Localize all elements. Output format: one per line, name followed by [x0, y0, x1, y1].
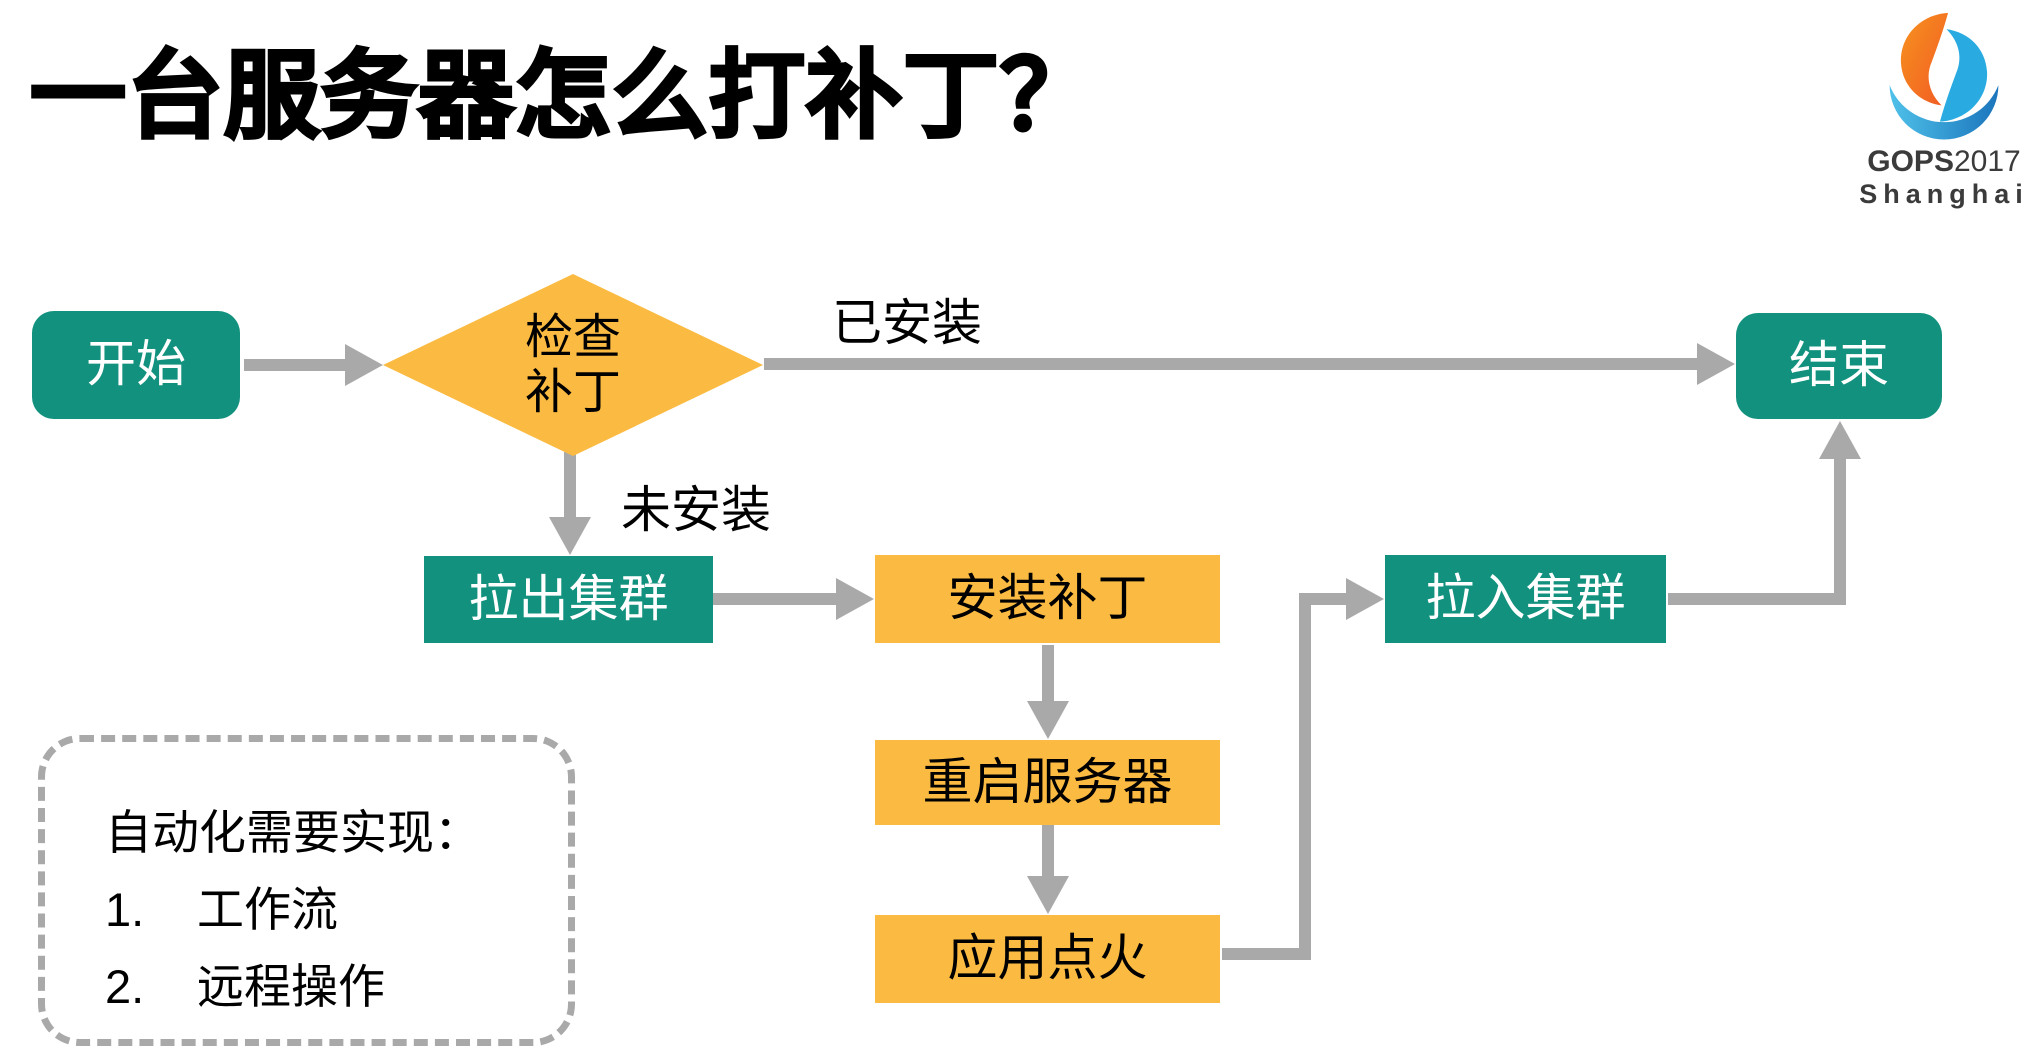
note-item-2: 2. 远程操作 — [105, 948, 568, 1025]
note-item-1-text: 工作流 — [197, 883, 338, 937]
edge-pullin-to-end — [1668, 421, 1861, 605]
note-item-1: 1. 工作流 — [105, 871, 568, 948]
node-pull-in-cluster: 拉入集群 — [1385, 555, 1666, 643]
logo-text-city: Shanghai — [1859, 178, 2029, 209]
note-item-2-text: 远程操作 — [197, 960, 385, 1014]
note-title: 自动化需要实现： — [105, 806, 481, 859]
edge-ignite-to-pullin — [1222, 578, 1384, 960]
note-item-2-number: 2. — [105, 960, 145, 1014]
edge-label-not-installed: 未安装 — [621, 482, 771, 538]
logo-text-gops2017: GOPS2017 — [1856, 146, 2032, 178]
node-start: 开始 — [32, 311, 240, 419]
logo-brand: GOPS — [1867, 145, 1954, 178]
automation-note-box: 自动化需要实现： 1. 工作流 2. 远程操作 — [38, 735, 575, 1046]
edge-label-installed: 已安装 — [832, 295, 982, 351]
logo-year: 2017 — [1953, 145, 2021, 178]
automation-note-content: 自动化需要实现： 1. 工作流 2. 远程操作 — [45, 742, 568, 1025]
node-check-patch-line2: 补丁 — [524, 366, 621, 419]
node-check-patch-line1: 检查 — [524, 310, 621, 364]
note-item-1-number: 1. — [105, 883, 145, 937]
node-install-patch: 安装补丁 — [875, 555, 1220, 643]
node-pull-out-cluster: 拉出集群 — [424, 556, 713, 643]
gops-logo: GOPS2017 Shanghai — [1856, 8, 2032, 210]
gops-swirl-icon — [1889, 12, 1999, 140]
page-title: 一台服务器怎么打补丁？ — [29, 42, 1098, 152]
node-reboot-server: 重启服务器 — [875, 740, 1220, 825]
node-app-ignite: 应用点火 — [875, 915, 1220, 1003]
node-end: 结束 — [1736, 313, 1942, 419]
